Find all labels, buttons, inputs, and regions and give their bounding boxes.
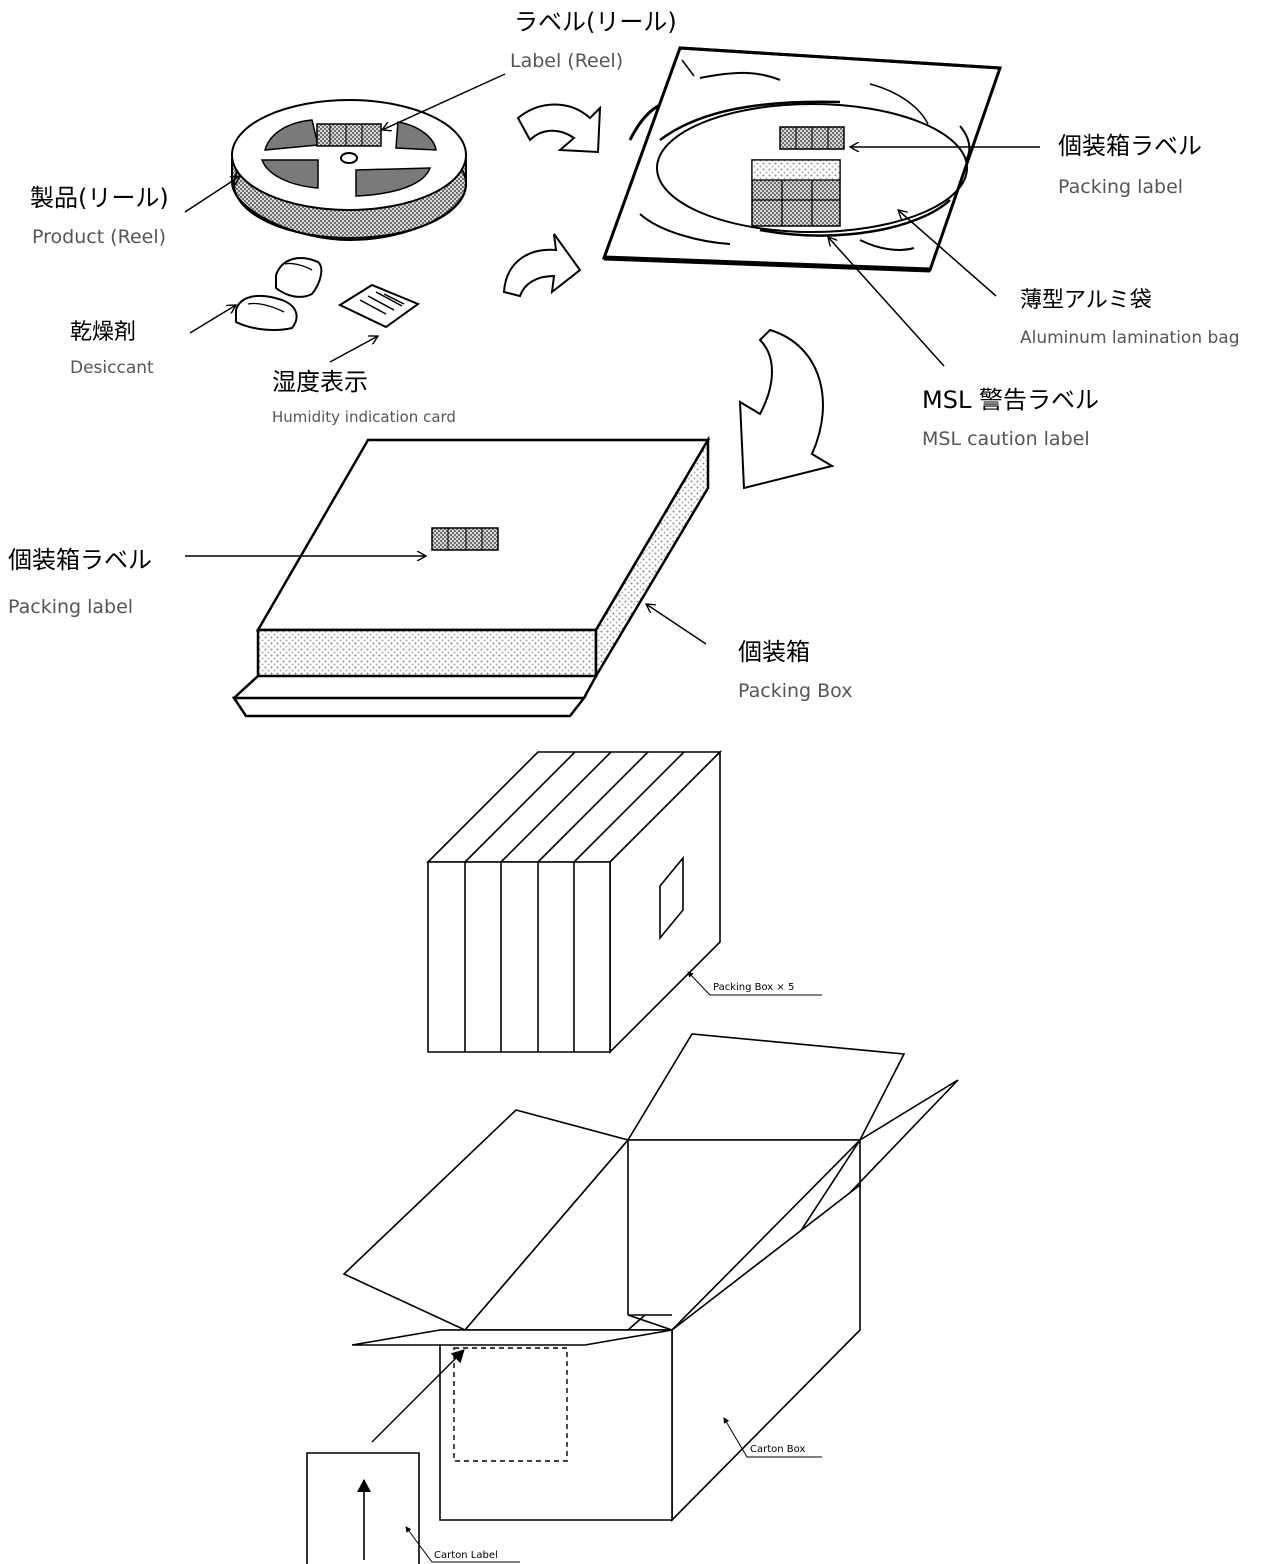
leader-alu-bag xyxy=(898,210,996,296)
product-reel-en: Product (Reel) xyxy=(32,226,167,248)
leader-carton-label xyxy=(405,1526,520,1562)
desiccant-en: Desiccant xyxy=(70,358,154,378)
leader-product-reel xyxy=(185,176,240,212)
packing-box-en: Packing Box xyxy=(738,680,853,702)
packing-label-box-en: Packing label xyxy=(8,596,134,618)
humidity-en: Humidity indication card xyxy=(272,408,456,426)
msl-label-en: MSL caution label xyxy=(922,428,1090,450)
packing-box xyxy=(234,440,708,716)
carton-box-label: Carton Box xyxy=(750,1444,806,1455)
packing-label-bag-en: Packing label xyxy=(1058,176,1184,198)
alu-bag-jp: 薄型アルミ袋 xyxy=(1020,288,1152,313)
packing-label-box-jp: 個装箱ラベル xyxy=(8,546,152,574)
desiccant-packs xyxy=(236,258,321,330)
msl-label-jp: MSL 警告ラベル xyxy=(922,386,1099,414)
process-arrow-3 xyxy=(740,330,832,488)
leader-desiccant xyxy=(190,305,236,333)
leader-msl xyxy=(828,237,944,366)
product-reel xyxy=(232,100,466,240)
process-arrow-2 xyxy=(504,234,580,296)
carton-label-apply-arrow xyxy=(372,1349,465,1442)
leader-label-reel xyxy=(382,74,505,130)
product-reel-jp: 製品(リール) xyxy=(30,184,169,212)
leader-humidity xyxy=(330,336,378,362)
label-reel-jp: ラベル(リール) xyxy=(514,8,677,36)
leader-packing-box xyxy=(646,604,706,644)
carton-box xyxy=(307,1034,958,1564)
packing-box-jp: 個装箱 xyxy=(738,638,810,666)
packing-box-stack xyxy=(428,752,720,1052)
alu-bag-en: Aluminum lamination bag xyxy=(1020,328,1240,348)
carton-label-label: Carton Label xyxy=(434,1550,498,1561)
humidity-jp: 湿度表示 xyxy=(272,368,368,396)
leader-packing-box-x5 xyxy=(687,971,822,995)
desiccant-jp: 乾燥剤 xyxy=(70,320,137,345)
packing-label-bag-jp: 個装箱ラベル xyxy=(1058,132,1202,160)
leader-carton-box xyxy=(723,1417,822,1457)
aluminum-bag xyxy=(604,48,1000,270)
label-reel-en: Label (Reel) xyxy=(510,50,624,72)
process-arrow-1 xyxy=(518,105,600,153)
packing-box-x5-label: Packing Box × 5 xyxy=(713,982,795,993)
humidity-card xyxy=(340,285,418,327)
